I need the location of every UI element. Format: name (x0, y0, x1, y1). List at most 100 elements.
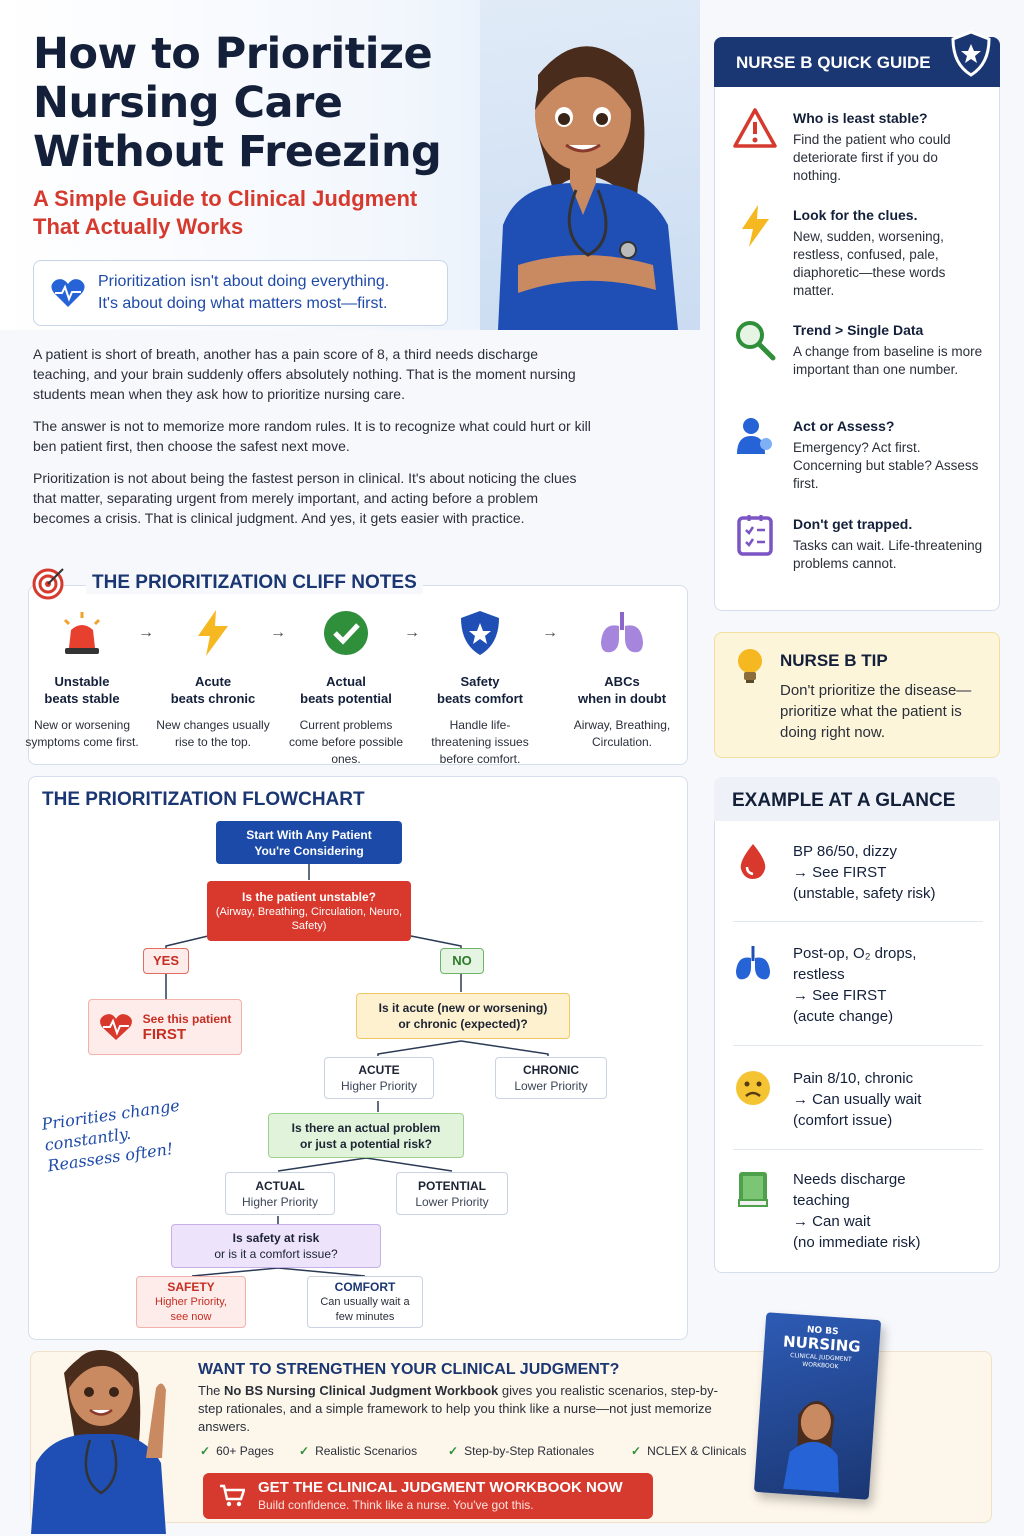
flow-option-sub: Lower Priority (415, 1194, 489, 1209)
shopping-cart-icon (220, 1484, 245, 1507)
feature-check: ✓60+ Pages (200, 1444, 274, 1458)
flow-option-sub: Can usually wait a few minutes (320, 1296, 410, 1323)
quick-guide-title: NURSE B QUICK GUIDE (736, 53, 931, 72)
person-icon (737, 418, 772, 454)
quick-guide-item-text: Emergency? Act first. Concerning but sta… (793, 440, 979, 491)
flow-see-first-emphasis: FIRST (142, 1026, 186, 1043)
sad-face-icon (736, 1071, 770, 1105)
feature-label: 60+ Pages (216, 1444, 274, 1458)
divider (733, 1149, 983, 1150)
flow-question-line: Is safety at risk (232, 1231, 320, 1245)
workbook-cover: NO BS NURSING CLINICAL JUDGMENT WORKBOOK (753, 1312, 882, 1500)
page-subtitle: A Simple Guide to Clinical Judgment That… (33, 185, 473, 241)
arrow-right-icon: → (270, 624, 286, 641)
title-line: How to Prioritize (33, 29, 433, 79)
flow-safety-box: SAFETY Higher Priority, see now (136, 1276, 246, 1328)
checkmark-icon: ✓ (448, 1444, 459, 1458)
flow-potential-box: POTENTIAL Lower Priority (396, 1172, 508, 1215)
flow-option-title: POTENTIAL (418, 1178, 486, 1193)
key-quote-box: Prioritization isn't about doing everyth… (33, 260, 448, 326)
page-title: How to Prioritize Nursing Care Without F… (33, 30, 503, 177)
cliff-notes-title: THE PRIORITIZATION CLIFF NOTES (86, 572, 423, 594)
cta-text-segment: The (198, 1383, 225, 1398)
flow-question-unstable: Is the patient unstable? (Airway, Breath… (207, 881, 411, 941)
quick-guide-item-title: Don't get trapped. (793, 516, 913, 532)
flow-option-title: SAFETY (167, 1280, 215, 1294)
quick-guide-item-title: Who is least stable? (793, 110, 928, 126)
key-quote-text: Prioritization isn't about doing everyth… (98, 271, 389, 315)
checkmark-icon: ✓ (631, 1444, 642, 1458)
cliff-note-subtitle: beats chronic (170, 691, 256, 706)
button-sublabel: Build confidence. Think like a nurse. Yo… (258, 1498, 534, 1512)
cta-title: WANT TO STRENGTHEN YOUR CLINICAL JUDGMEN… (198, 1361, 620, 1378)
flow-question-line: or is it a comfort issue? (214, 1247, 338, 1261)
subtitle-line: A Simple Guide to Clinical Judgment (33, 186, 418, 211)
flow-start-line: Start With Any Patient (246, 827, 372, 842)
flow-see-first-line: See this patient (142, 1012, 232, 1026)
flow-question-line: or chronic (expected)? (398, 1017, 528, 1031)
siren-icon (63, 612, 101, 654)
flow-comfort-box: COMFORT Can usually wait a few minutes (307, 1276, 423, 1328)
divider (733, 921, 983, 922)
get-workbook-button[interactable]: GET THE CLINICAL JUDGMENT WORKBOOK NOW B… (203, 1473, 653, 1519)
flow-option-title: CHRONIC (523, 1063, 579, 1077)
flow-question-line: Is there an actual problem (291, 1120, 441, 1135)
book-cover-nurse-icon (783, 1400, 840, 1493)
example-text: Needs discharge teaching → Can wait (no … (793, 1171, 921, 1251)
flow-question-safety: Is safety at risk or is it a comfort iss… (171, 1224, 381, 1268)
cliff-note-subtitle: beats potential (300, 691, 392, 706)
intro-paragraph: The answer is not to memorize more rando… (33, 418, 591, 454)
book-icon (738, 1172, 768, 1207)
lungs-icon (601, 612, 643, 653)
subtitle-line: That Actually Works (33, 214, 244, 239)
example-text: Post-op, O₂ drops, restless → See FIRST … (793, 945, 917, 1025)
nurse-tip-title: NURSE B TIP (780, 651, 888, 670)
quick-guide-item-title: Look for the clues. (793, 207, 918, 223)
flow-option-title: ACUTE (358, 1063, 400, 1077)
feature-check: ✓ Realistic Scenarios (299, 1444, 417, 1458)
flow-question-line: Is it acute (new or worsening) (378, 1001, 548, 1015)
title-line: Nursing Care (33, 78, 343, 128)
flow-no-label: NO (440, 948, 484, 974)
flow-chronic-box: CHRONIC Lower Priority (495, 1057, 607, 1099)
nurse-pointing-illustration (31, 1350, 166, 1534)
flow-actual-box: ACTUAL Higher Priority (225, 1172, 335, 1215)
cliff-note-text: Handle life-threatening issues before co… (431, 718, 529, 766)
lightbulb-icon (738, 649, 762, 683)
flow-see-first-box: See this patient FIRST (88, 999, 242, 1055)
quote-line: It's about doing what matters most—first… (98, 295, 388, 312)
cta-description: The No BS Nursing Clinical Judgment Work… (198, 1382, 718, 1436)
quick-guide-item-title: Act or Assess? (793, 418, 895, 434)
flow-option-sub: Lower Priority (514, 1079, 588, 1093)
quick-guide-item-text: A change from baseline is more important… (793, 344, 983, 377)
cliff-note-text: New or worsening symptoms come first. (25, 718, 139, 749)
examples-title: EXAMPLE AT A GLANCE (732, 790, 956, 811)
divider (733, 1045, 983, 1046)
warning-icon (733, 108, 777, 148)
feature-label: Step-by-Step Rationales (464, 1444, 595, 1458)
flow-option-title: COMFORT (334, 1280, 396, 1294)
checklist-icon (737, 515, 773, 556)
cliff-note-title: Unstable (54, 674, 110, 689)
quick-guide-item-text: Tasks can wait. Life-threatening problem… (793, 538, 983, 571)
cliff-note-title: Actual (326, 674, 366, 689)
flow-option-sub: Higher Priority, see now (155, 1296, 227, 1323)
cliff-note-text: Airway, Breathing, Circulation. (573, 718, 671, 749)
flow-option-title: ACTUAL (255, 1178, 305, 1193)
cliff-note-title: ABCs (604, 674, 640, 689)
cliff-note-text: New changes usually rise to the top. (156, 718, 270, 749)
lungs-icon (736, 946, 770, 980)
example-text: BP 86/50, dizzy → See FIRST (unstable, s… (793, 843, 936, 902)
cliff-note-title: Safety (460, 674, 500, 689)
heartbeat-heart-icon (99, 1014, 132, 1040)
flow-option-sub: Higher Priority (241, 1194, 319, 1209)
checkmark-icon: ✓ (299, 1444, 310, 1458)
arrow-right-icon: → (138, 624, 154, 641)
flow-start-line: You're Considering (254, 843, 364, 858)
feature-label: Realistic Scenarios (315, 1444, 418, 1458)
intro-paragraph: A patient is short of breath, another ha… (33, 346, 576, 402)
